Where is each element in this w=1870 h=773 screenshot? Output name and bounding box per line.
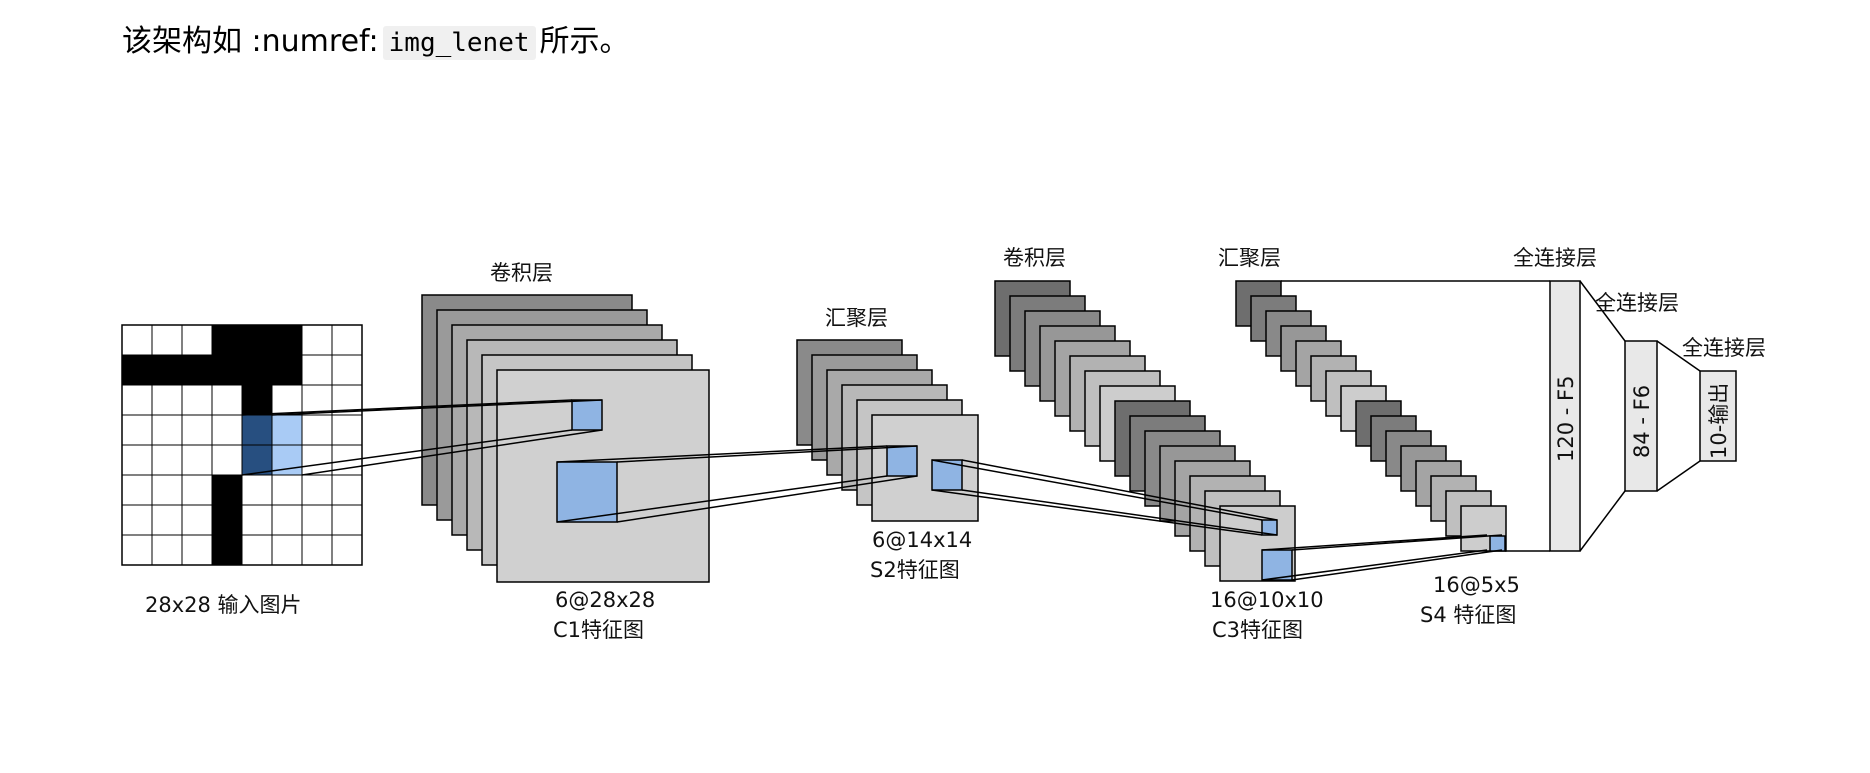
output-label: 10-输出 <box>1707 383 1731 459</box>
c1-size-label: 6@28x28 <box>555 588 655 612</box>
fc2-title: 全连接层 <box>1595 291 1679 315</box>
caption-prefix: 该架构如 :numref: <box>122 24 379 59</box>
f6-layer <box>1624 340 1658 492</box>
f5-to-f6-lines <box>1579 280 1626 552</box>
pool2-title: 汇聚层 <box>1218 246 1281 270</box>
s4-feature-maps <box>1235 280 1507 552</box>
f6-label: 84 - F6 <box>1630 385 1654 458</box>
conv2-title: 卷积层 <box>1003 246 1066 270</box>
c1-feature-maps <box>421 294 710 583</box>
s4-name-label: S4 特征图 <box>1420 603 1516 627</box>
s2-feature-maps <box>796 339 979 522</box>
caption-code-ref[interactable]: img_lenet <box>382 26 536 60</box>
f5-layer <box>1549 280 1581 552</box>
c1-to-s2-lines <box>556 445 918 523</box>
s4-highlight <box>1489 535 1506 552</box>
c3-size-label: 16@10x10 <box>1210 588 1324 612</box>
caption-suffix: 所示。 <box>539 24 630 59</box>
s4-size-label: 16@5x5 <box>1433 573 1520 597</box>
c3-highlight-small <box>1261 519 1278 536</box>
pool1-title: 汇聚层 <box>825 306 888 330</box>
input-caption: 28x28 输入图片 <box>145 593 302 617</box>
s2-to-c3-lines <box>931 459 1278 536</box>
c3-feature-maps <box>994 280 1296 582</box>
c3-name-label: C3特征图 <box>1212 618 1303 642</box>
input-to-c1-lines <box>241 399 603 476</box>
f6-to-out-lines <box>1656 340 1701 492</box>
s2-size-label: 6@14x14 <box>872 528 972 552</box>
conv1-title: 卷积层 <box>490 261 553 285</box>
f5-label: 120 - F5 <box>1554 376 1578 462</box>
s2-name-label: S2特征图 <box>870 558 960 582</box>
c1-name-label: C1特征图 <box>553 618 644 642</box>
c3-highlight-large <box>1261 549 1293 581</box>
input-image <box>121 324 363 566</box>
fc3-title: 全连接层 <box>1682 336 1766 360</box>
s4-to-f5-lines <box>1281 280 1550 552</box>
output-layer <box>1699 370 1737 462</box>
c3-to-s4-lines <box>1261 534 1503 581</box>
fc1-title: 全连接层 <box>1513 246 1597 270</box>
